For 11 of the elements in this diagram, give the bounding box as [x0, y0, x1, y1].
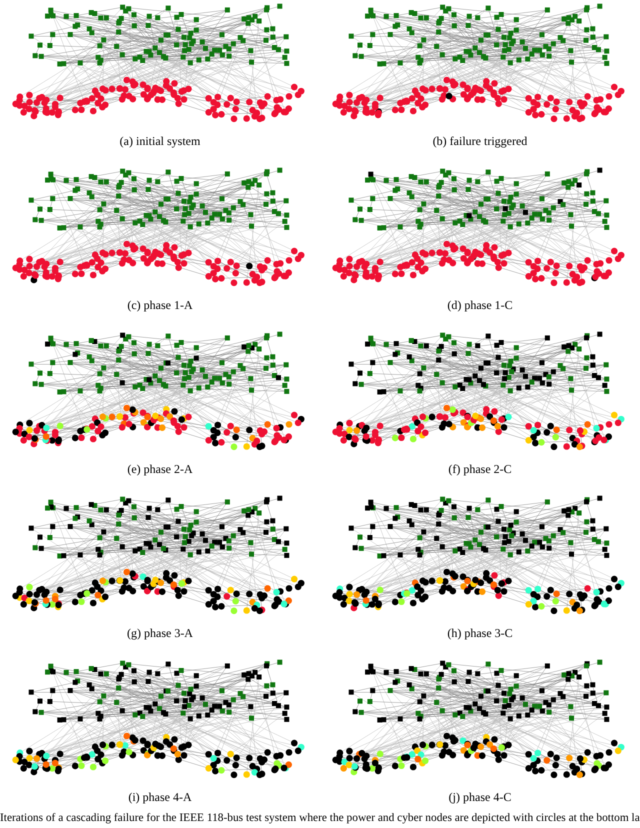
subfigure-caption: (i) phase 4-A	[128, 790, 192, 805]
subfigure-caption: (d) phase 1-C	[447, 298, 513, 313]
subfigure-caption: (b) failure triggered	[432, 134, 528, 149]
subfigure-caption: (c) phase 1-A	[127, 298, 193, 313]
subfigure-caption: (f) phase 2-C	[448, 462, 512, 477]
subfigure-caption: (h) phase 3-C	[447, 626, 513, 641]
subfigure-caption: (g) phase 3-A	[127, 626, 193, 641]
subfigure-caption: (e) phase 2-A	[127, 462, 193, 477]
figure-caption: Iterations of a cascading failure for the IEEE 118-bus test system where the power and cyber nodes are depicted with circles at the bottom la	[0, 812, 640, 824]
subfigure-caption: (a) initial system	[120, 134, 200, 149]
subfigure-caption: (j) phase 4-C	[448, 790, 512, 805]
